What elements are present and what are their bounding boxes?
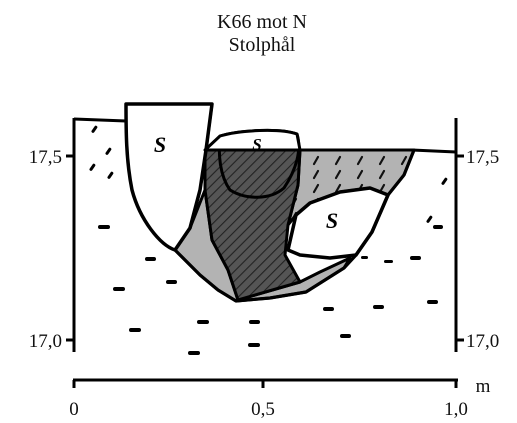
left-depth-scale: 17,5 17,0 <box>29 118 76 352</box>
x-tick-label-0: 0 <box>69 399 79 420</box>
stone-mark-left: S <box>154 132 166 157</box>
left-tick-label-17-0: 17,0 <box>29 331 62 352</box>
x-tick-label-1-0: 1,0 <box>444 399 468 420</box>
stone-left <box>124 102 214 252</box>
left-tick-label-17-5: 17,5 <box>29 147 62 168</box>
x-tick-label-0-5: 0,5 <box>251 399 275 420</box>
soil-inclusions <box>89 125 448 355</box>
x-axis-unit: m <box>476 376 491 397</box>
right-depth-scale: 17,5 17,0 <box>454 118 499 352</box>
right-tick-label-17-5: 17,5 <box>466 147 499 168</box>
title-line-2: Stolphål <box>229 34 296 56</box>
stone-mark-right: S <box>326 208 338 233</box>
title-line-1: K66 mot N <box>217 11 307 33</box>
right-tick-label-17-0: 17,0 <box>466 331 499 352</box>
stone-top-middle-cap <box>203 128 302 152</box>
pit-right-wall <box>173 149 416 303</box>
bottom-distance-scale: 0 0,5 1,0 m <box>69 376 490 420</box>
stone-mark-top: S <box>252 135 261 154</box>
